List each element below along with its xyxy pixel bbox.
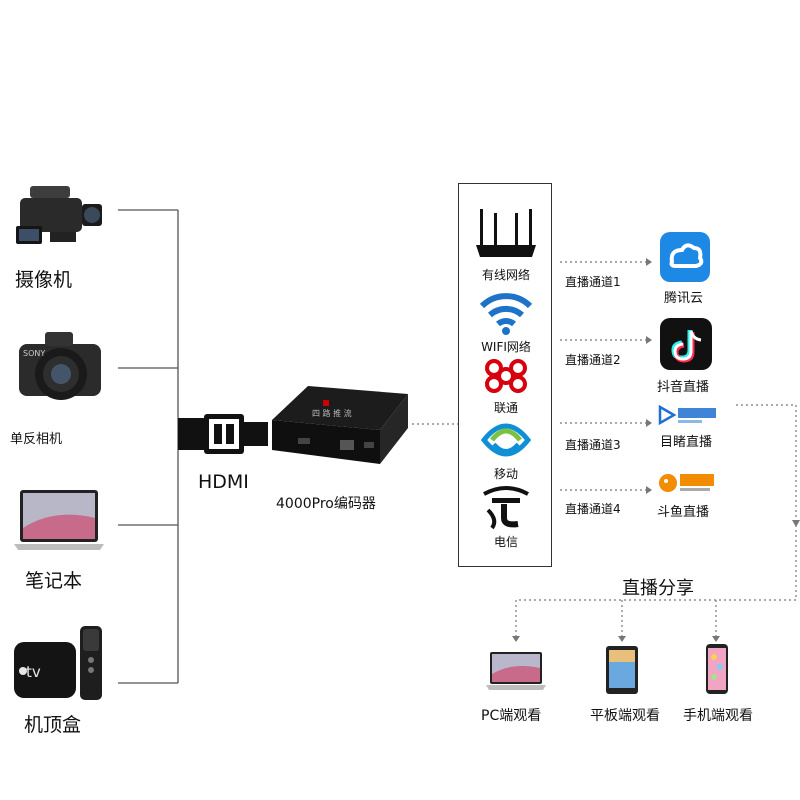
channel-label-1: 直播通道1 <box>565 275 621 289</box>
network-label-wifi: WIFI网络 <box>481 340 531 354</box>
douyin-icon <box>660 318 712 370</box>
source-label-video-camera: 摄像机 <box>15 269 73 291</box>
laptop-icon <box>14 488 104 556</box>
channel-label-2: 直播通道2 <box>565 353 621 367</box>
channel-label-3: 直播通道3 <box>565 438 621 452</box>
share-label: 直播分享 <box>622 578 694 599</box>
svg-text:SONY: SONY <box>23 349 45 358</box>
pc-laptop-icon <box>486 650 546 692</box>
china-telecom-icon <box>478 484 534 530</box>
platform-label-douyu: 斗鱼直播 <box>657 505 710 520</box>
dslr-camera-icon: SONY <box>15 326 105 410</box>
encoder-device-icon: 四 路 推 流 <box>268 380 414 470</box>
network-label-wired: 有线网络 <box>481 268 530 282</box>
douyu-icon <box>658 470 718 496</box>
svg-text:tv: tv <box>26 663 41 681</box>
china-mobile-icon <box>478 418 534 462</box>
endpoint-label-pc: PC端观看 <box>481 708 542 724</box>
encoder-label: 4000Pro编码器 <box>276 496 376 512</box>
endpoint-label-tablet: 平板端观看 <box>590 708 660 724</box>
china-unicom-icon <box>480 356 532 396</box>
wifi-icon <box>478 290 534 336</box>
network-label-unicom: 联通 <box>493 401 518 415</box>
endpoint-label-phone: 手机端观看 <box>683 708 753 724</box>
channel-label-4: 直播通道4 <box>565 502 621 516</box>
network-label-mobile: 移动 <box>493 467 518 481</box>
tablet-icon <box>605 645 639 695</box>
platform-label-tencent: 腾讯云 <box>664 291 704 306</box>
source-label-set-top-box: 机顶盒 <box>24 714 82 736</box>
source-label-laptop: 笔记本 <box>25 570 83 592</box>
video-camera-icon <box>10 176 110 256</box>
tencent-cloud-icon <box>660 232 710 282</box>
mudu-icon <box>658 404 720 426</box>
hdmi-connector-icon <box>178 412 270 456</box>
network-box <box>458 183 552 567</box>
hdmi-label: HDMI <box>198 471 249 493</box>
source-label-dslr: 单反相机 <box>10 432 63 447</box>
router-icon <box>474 207 538 261</box>
network-label-telecom: 电信 <box>493 535 518 549</box>
platform-label-douyin: 抖音直播 <box>657 380 710 395</box>
smartphone-icon <box>705 643 729 695</box>
set-top-box-icon: tv <box>12 622 108 702</box>
svg-text:四 路 推 流: 四 路 推 流 <box>312 408 352 418</box>
platform-label-mudu: 目睹直播 <box>660 435 713 450</box>
